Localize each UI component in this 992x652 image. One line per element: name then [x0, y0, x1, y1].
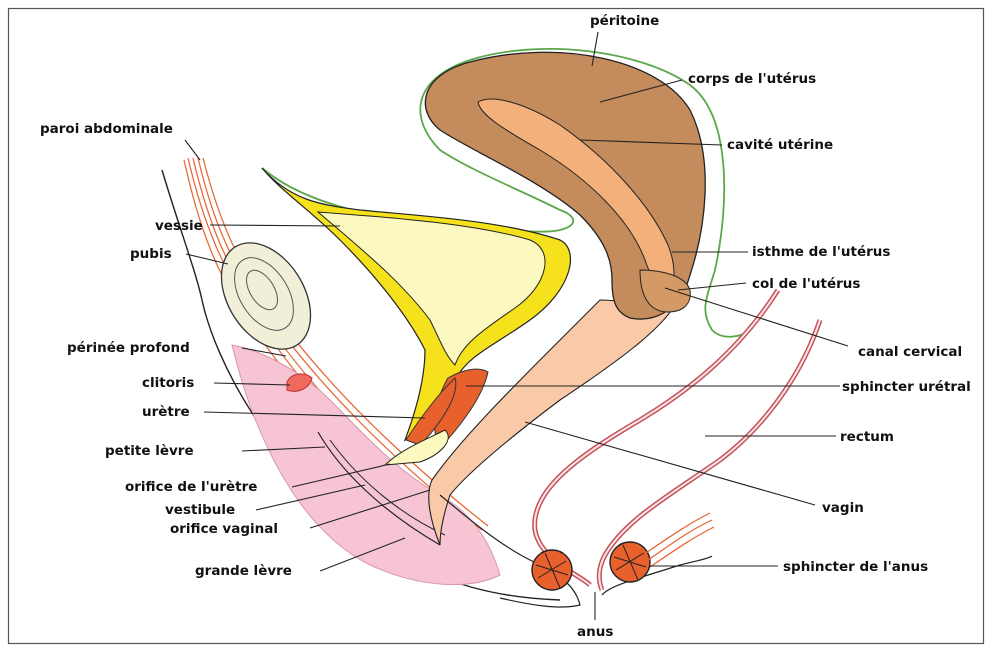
anal-sphincter-right	[610, 542, 650, 582]
label-uretre: urètre	[142, 404, 190, 420]
label-anus: anus	[577, 624, 613, 640]
label-rectum: rectum	[840, 429, 894, 445]
leader-canal	[665, 288, 848, 346]
label-paroi: paroi abdominale	[40, 121, 173, 137]
label-isthme: isthme de l'utérus	[752, 244, 890, 260]
label-vagin: vagin	[822, 500, 864, 516]
label-cavite: cavité utérine	[727, 137, 833, 153]
label-petite-levre: petite lèvre	[105, 443, 194, 459]
anal-sphincter-left	[532, 550, 572, 590]
label-vestibule: vestibule	[165, 502, 235, 518]
label-perinee: périnée profond	[67, 340, 190, 356]
label-col: col de l'utérus	[752, 276, 860, 292]
label-sphincter-anus: sphincter de l'anus	[783, 559, 928, 575]
label-corps: corps de l'utérus	[688, 71, 816, 87]
label-orifice-uretre: orifice de l'urètre	[125, 479, 257, 495]
label-clitoris: clitoris	[142, 375, 194, 391]
label-grande-levre: grande lèvre	[195, 563, 292, 579]
label-canal: canal cervical	[858, 344, 962, 360]
label-sphincter-uretral: sphincter urétral	[842, 379, 971, 395]
leader-paroi	[185, 140, 200, 160]
label-orifice-vaginal: orifice vaginal	[170, 521, 278, 537]
label-vessie: vessie	[155, 218, 203, 234]
leader-vessie	[210, 225, 340, 226]
label-peritoine: péritoine	[590, 13, 659, 29]
label-pubis: pubis	[130, 246, 172, 262]
